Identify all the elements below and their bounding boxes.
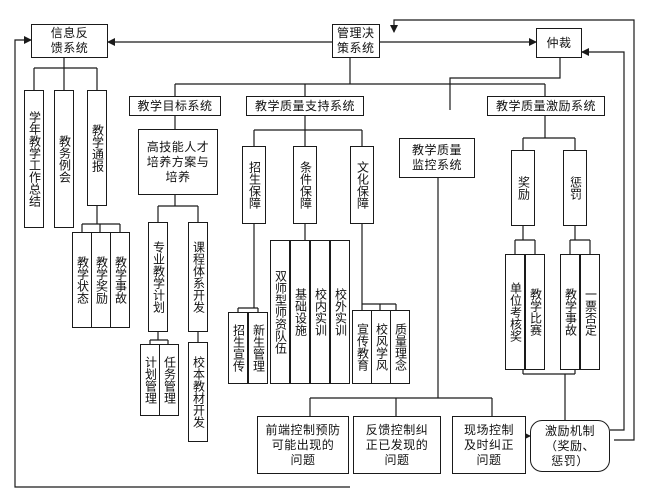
plan-management-box: 计划管理 — [140, 344, 160, 416]
onsite-control-box: 现场控制 及时纠正 问题 — [452, 416, 526, 474]
annual-summary-box: 学年教学工作总结 — [24, 90, 44, 228]
feedback-system-box: 信息反 馈系统 — [31, 24, 108, 58]
enrollment-guarantee-label: 招生保障 — [247, 161, 262, 209]
arbitration-box: 仲裁 — [536, 28, 582, 58]
unit-assessment-box: 单位考核奖 — [505, 254, 525, 370]
goal-system-box: 教学目标系统 — [129, 96, 221, 116]
infrastructure-box: 基础设施 — [290, 240, 310, 384]
publicity-education-label: 宣传教育 — [355, 323, 370, 371]
teaching-meeting-box: 教务例会 — [54, 90, 74, 228]
freshman-management-label: 新生管理 — [251, 324, 266, 372]
plan-management-label: 计划管理 — [143, 356, 158, 404]
teaching-meeting-label: 教务例会 — [57, 135, 72, 183]
quality-concept-box: 质量理念 — [390, 310, 410, 384]
internal-training-label: 校内实训 — [313, 288, 328, 336]
internal-training-box: 校内实训 — [310, 240, 330, 384]
quality-concept-label: 质量理念 — [393, 323, 408, 371]
decision-system-label: 管理决 策系统 — [337, 26, 375, 55]
school-style-box: 校风学风 — [371, 310, 391, 384]
dual-teacher-label: 双师型师资队伍 — [273, 270, 288, 354]
condition-guarantee-box: 条件保障 — [293, 146, 317, 224]
teaching-incident-box: 教学事故 — [560, 254, 580, 370]
teaching-status-label: 教学状态 — [75, 256, 90, 304]
task-management-label: 任务管理 — [162, 356, 177, 404]
goal-system-label: 教学目标系统 — [137, 98, 213, 113]
infrastructure-label: 基础设施 — [293, 288, 308, 336]
onsite-control-label: 现场控制 及时纠正 问题 — [463, 422, 514, 467]
punishment-box: 惩罚 — [563, 150, 587, 226]
publicity-education-box: 宣传教育 — [352, 310, 372, 384]
feedback-control-label: 反馈控制纠 正已发现的 问题 — [365, 422, 429, 467]
incentive-system-box: 教学质量激励系统 — [487, 96, 605, 116]
support-system-label: 教学质量支持系统 — [254, 98, 355, 113]
decision-system-box: 管理决 策系统 — [332, 24, 380, 58]
teaching-contest-label: 教学比赛 — [528, 288, 543, 336]
monitor-system-box: 教学质量 监控系统 — [399, 138, 475, 178]
reward-box: 奖励 — [511, 150, 535, 226]
enrollment-promotion-box: 招生宣传 — [228, 312, 248, 384]
teaching-award-label: 教学奖励 — [94, 256, 109, 304]
enrollment-guarantee-box: 招生保障 — [242, 146, 266, 224]
arbitration-label: 仲裁 — [546, 35, 572, 50]
arrow-outer-left-loop — [14, 36, 350, 488]
feedback-control-box: 反馈控制纠 正已发现的 问题 — [353, 416, 441, 474]
external-training-box: 校外实训 — [330, 240, 350, 384]
veto-box: 一票否定 — [580, 254, 600, 370]
school-textbook-label: 校本教材开发 — [191, 356, 206, 428]
school-textbook-box: 校本教材开发 — [188, 342, 208, 442]
incentive-system-label: 教学质量激励系统 — [495, 98, 596, 113]
major-plan-box: 专业教学计划 — [148, 222, 168, 332]
external-training-label: 校外实训 — [333, 288, 348, 336]
teaching-incident-label: 教学事故 — [563, 288, 578, 336]
freshman-management-box: 新生管理 — [248, 312, 268, 384]
front-control-box: 前端控制预防 可能出现的 问题 — [257, 416, 349, 474]
condition-guarantee-label: 条件保障 — [298, 161, 313, 209]
teaching-bulletin-box: 教学通报 — [87, 90, 107, 206]
teaching-status-box: 教学状态 — [72, 232, 92, 328]
annual-summary-label: 学年教学工作总结 — [27, 111, 42, 207]
talent-plan-box: 高技能人才 培养方案与 培养 — [138, 129, 218, 195]
incentive-mechanism-box: 激励机制 （奖励、 惩罚） — [530, 420, 610, 472]
reward-label: 奖励 — [516, 176, 531, 200]
unit-assessment-label: 单位考核奖 — [508, 282, 523, 342]
incentive-mechanism-label: 激励机制 （奖励、 惩罚） — [544, 423, 595, 468]
arrow-mechanism-to-arbitration — [581, 48, 625, 431]
teaching-bulletin-label: 教学通报 — [90, 124, 105, 172]
teaching-contest-box: 教学比赛 — [525, 254, 545, 370]
support-system-box: 教学质量支持系统 — [246, 96, 364, 116]
school-style-label: 校风学风 — [374, 323, 389, 371]
arrow-mechanism-to-decision — [390, 19, 635, 441]
dual-teacher-box: 双师型师资队伍 — [270, 240, 290, 384]
feedback-system-label: 信息反 馈系统 — [50, 26, 89, 55]
culture-guarantee-box: 文化保障 — [350, 146, 374, 224]
teaching-award-box: 教学奖励 — [91, 232, 111, 328]
talent-plan-label: 高技能人才 培养方案与 培养 — [146, 139, 210, 184]
punishment-label: 惩罚 — [568, 176, 583, 200]
teaching-accident-label: 教学事故 — [113, 256, 128, 304]
teaching-accident-box: 教学事故 — [110, 232, 130, 328]
front-control-label: 前端控制预防 可能出现的 问题 — [265, 422, 341, 467]
course-system-box: 课程体系开发 — [188, 222, 208, 332]
line-arbitration-to-monitor — [449, 58, 561, 110]
veto-label: 一票否定 — [583, 288, 598, 336]
major-plan-label: 专业教学计划 — [151, 241, 166, 313]
monitor-system-label: 教学质量 监控系统 — [411, 143, 462, 172]
culture-guarantee-label: 文化保障 — [355, 161, 370, 209]
course-system-label: 课程体系开发 — [191, 241, 206, 313]
enrollment-promotion-label: 招生宣传 — [231, 324, 246, 372]
task-management-box: 任务管理 — [159, 344, 179, 416]
